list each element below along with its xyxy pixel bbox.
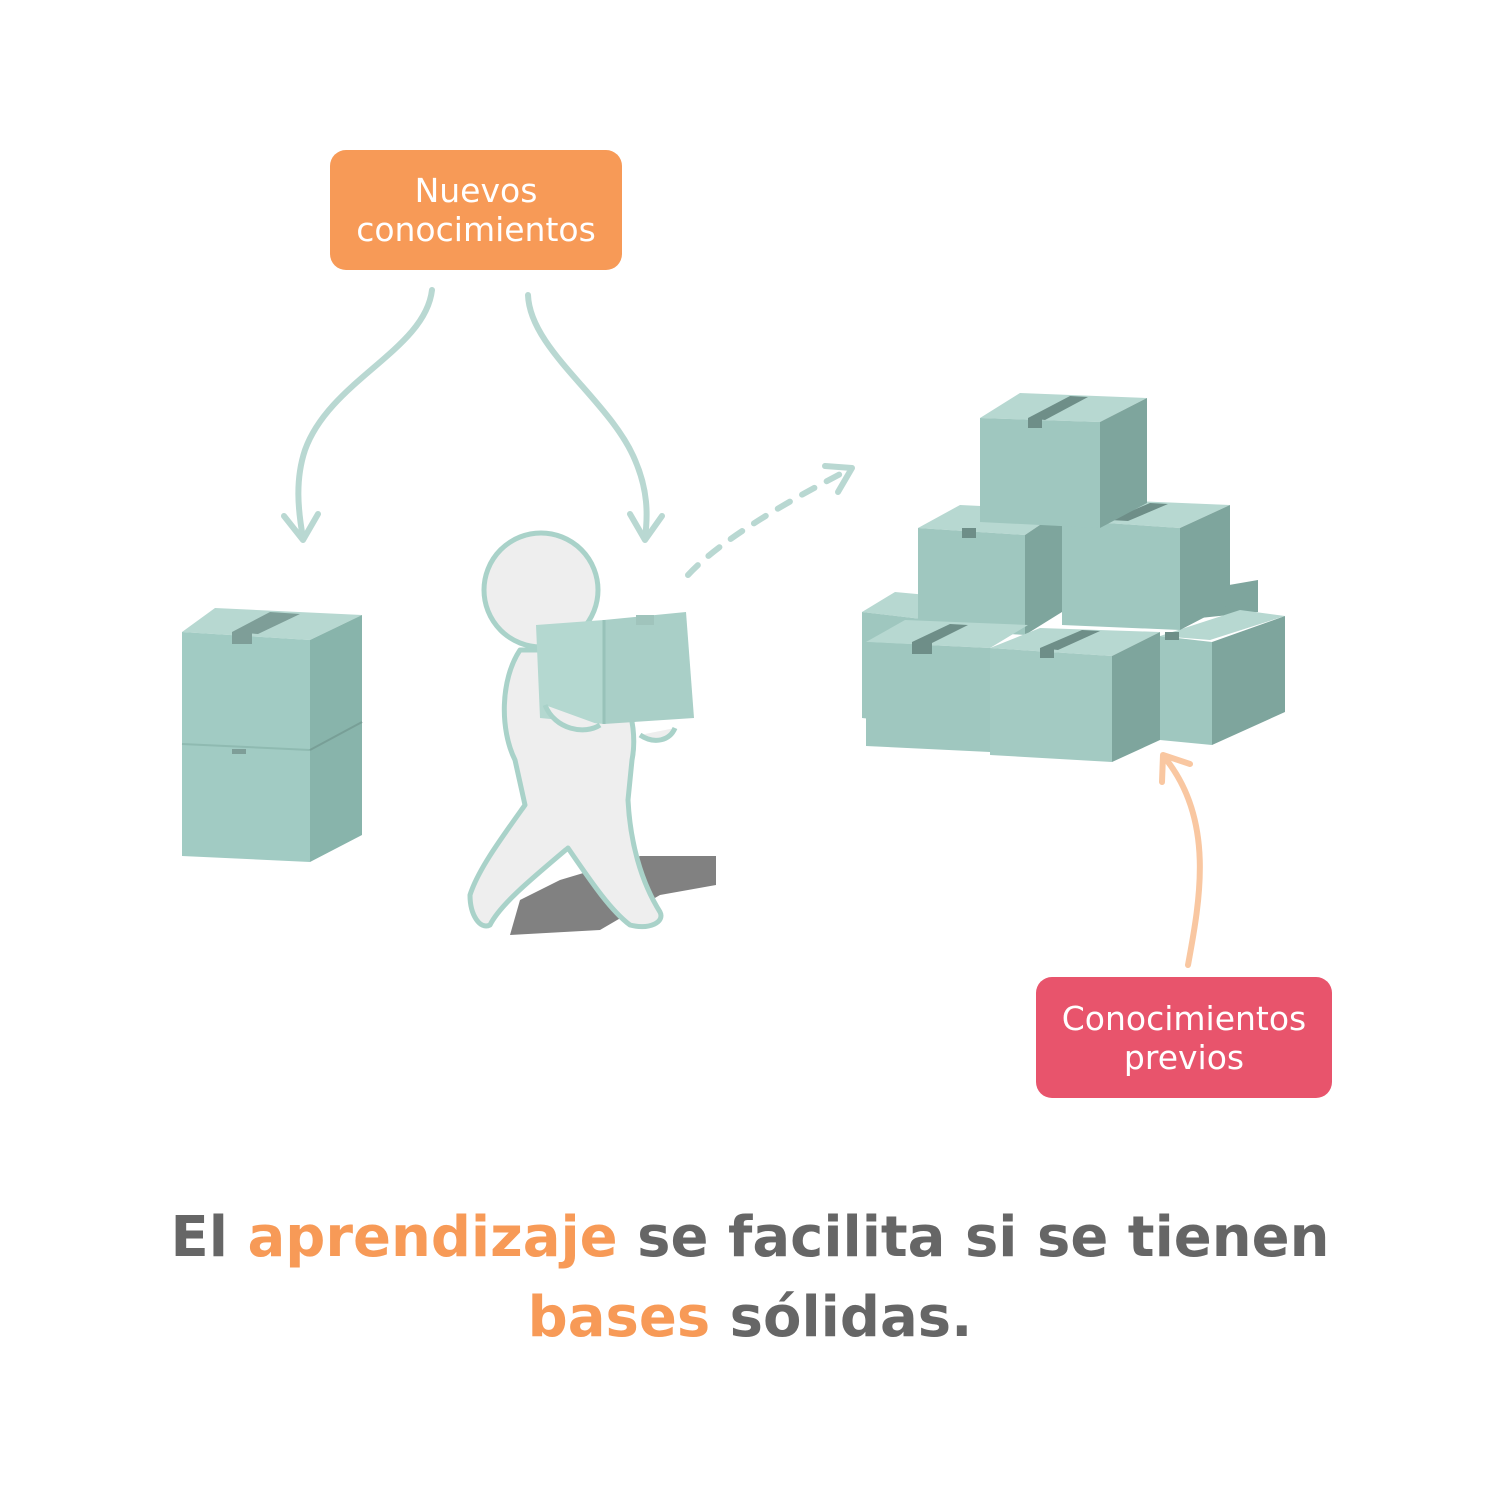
caption-segment: sólidas. <box>710 1285 973 1350</box>
person-figure <box>467 530 664 929</box>
arrow-to-pile <box>1159 752 1203 968</box>
prior-knowledge-line2: previos <box>1123 1037 1245 1077</box>
box-pile-right <box>862 393 1285 762</box>
new-knowledge-line2: conocimientos <box>356 210 596 249</box>
caption-segment: El <box>170 1205 248 1270</box>
prior-knowledge-label: Conocimientos previos <box>1036 977 1332 1098</box>
dashed-arrow-head <box>822 463 855 495</box>
caption-line-2: bases sólidas. <box>0 1278 1500 1358</box>
arrow-to-person <box>525 292 665 543</box>
caption-line-1: El aprendizaje se facilita si se tienen <box>0 1198 1500 1278</box>
new-knowledge-line1: Nuevos <box>414 171 538 210</box>
caption-highlight: aprendizaje <box>247 1205 618 1270</box>
caption: El aprendizaje se facilita si se tienen … <box>0 1198 1500 1358</box>
caption-segment: se facilita si se tienen <box>617 1205 1330 1270</box>
arrow-to-box-stack <box>281 287 435 543</box>
dashed-arrow-to-pile <box>685 467 851 578</box>
new-knowledge-label: Nuevos conocimientos <box>330 150 622 270</box>
box-stack-left <box>181 608 363 862</box>
person-hand <box>542 703 678 743</box>
carried-box <box>536 612 694 724</box>
prior-knowledge-line1: Conocimientos <box>1061 998 1307 1038</box>
caption-highlight: bases <box>527 1285 711 1350</box>
